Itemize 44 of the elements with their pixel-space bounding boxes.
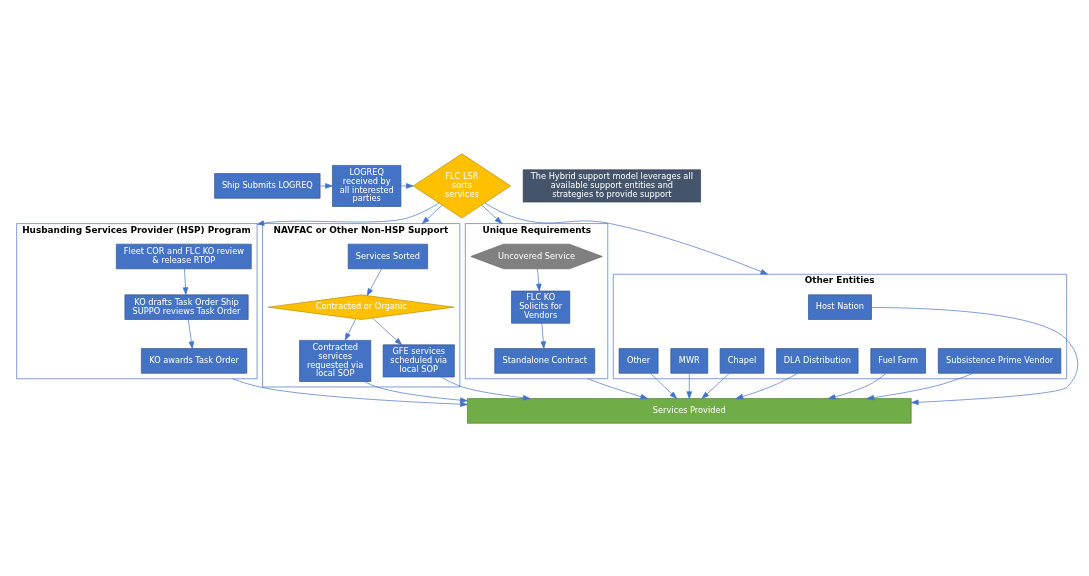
node-box: Subsistence Prime Vendor [937,347,1062,374]
arrow [871,306,1079,405]
arrow [701,372,730,399]
arrow [232,377,468,407]
arrow [187,318,195,349]
node-box: Contracted services requested via local SOP [299,339,372,382]
node-box: Ship Submits LOGREQ [214,172,321,199]
arrow [363,380,468,403]
node-box: FLC KO Solicits for Vendors [511,290,571,324]
arrow [828,372,887,399]
arrow [344,318,356,341]
node-box: Services Sorted [347,243,428,269]
arrow [536,268,542,291]
arrow [587,377,648,399]
node-box: GFE services scheduled via local SOP [382,344,455,377]
arrow [540,322,547,349]
node-box: KO awards Task Order [141,347,248,374]
arrow [256,202,440,226]
arrow [400,182,414,189]
arrow [481,204,503,224]
node-box: LOGREQ received by all interested parties [332,164,402,207]
node-box: Host Nation [808,294,872,320]
node-box: DLA Distribution [776,347,859,374]
arrow [686,372,692,399]
node-box: Fleet COR and FLC KO review & release RTOP [116,243,252,269]
arrow [319,182,333,189]
node-box: The Hybrid support model leverages all available support entities and strategies to provide support [522,169,701,202]
arrow [422,204,443,224]
arrow [866,372,974,400]
node-box: MWR [670,347,709,374]
node-box: Chapel [719,347,765,374]
arrow [484,202,769,275]
node-box: Standalone Contract [494,347,596,374]
arrow [182,268,189,295]
arrow [650,372,678,399]
node-box: Other [618,347,659,374]
node-diamond: Contracted or Organic [267,294,455,320]
arrow [735,372,799,399]
arrow [440,376,531,400]
arrow [366,268,382,296]
arrow [372,317,403,345]
node-box: Services Provided [467,397,912,424]
node-box: KO drafts Task Order Ship SUPPO reviews Task Order [124,294,249,320]
node-box: Fuel Farm [870,347,926,374]
